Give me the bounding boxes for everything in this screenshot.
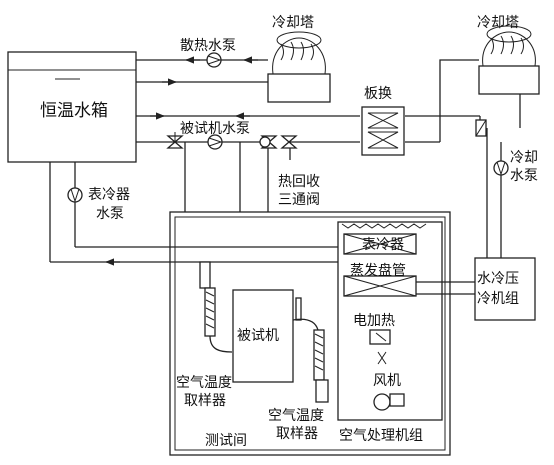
test-room-label: 测试间 bbox=[205, 433, 247, 449]
electric-heater-label: 电加热 bbox=[353, 313, 395, 329]
air-sampler-right bbox=[292, 318, 329, 403]
surface-cooler-pump bbox=[49, 162, 83, 262]
cooling-tower-left: 冷却塔 bbox=[267, 15, 331, 103]
air-sampler-left-label-1: 空气温度 bbox=[176, 375, 232, 391]
surface-cooler-label: 表冷器 bbox=[362, 237, 404, 253]
air-sampler-left-label-2: 取样器 bbox=[184, 393, 226, 409]
heat-dissipation-pump bbox=[206, 52, 222, 68]
air-sampler-left bbox=[199, 261, 233, 353]
cooling-tower-right-label: 冷却塔 bbox=[477, 15, 519, 31]
ahu-label: 空气处理机组 bbox=[339, 428, 423, 444]
test-pump-label: 被试机水泵 bbox=[180, 121, 250, 137]
air-sampler-right-label-2: 取样器 bbox=[276, 426, 318, 442]
fan-label: 风机 bbox=[373, 373, 401, 389]
cooling-tower-right: 冷却塔 bbox=[477, 15, 540, 95]
heat-dissipation-pipes bbox=[136, 56, 268, 86]
heat-pump-label: 散热水泵 bbox=[180, 38, 236, 54]
water-cooled-chiller: 水冷压 冷机组 bbox=[474, 257, 536, 321]
cooling-pump-label-1: 冷却 bbox=[510, 150, 538, 166]
heat-recovery-valve bbox=[259, 135, 298, 149]
air-sampler-right-label-1: 空气温度 bbox=[268, 408, 324, 424]
cooler-pump-label-1: 表冷器 bbox=[88, 187, 130, 203]
plate-hx-label: 板换 bbox=[364, 85, 392, 102]
constant-temp-tank: 恒温水箱 bbox=[7, 51, 137, 163]
recovery-valve-label-2: 三通阀 bbox=[278, 192, 320, 208]
tank-label: 恒温水箱 bbox=[40, 101, 108, 121]
recovery-valve-label-1: 热回收 bbox=[278, 174, 320, 190]
unit-under-test-label: 被试机 bbox=[237, 328, 279, 344]
air-handling-unit: 表冷器 蒸发盘管 电加热 风机 空气处理机组 bbox=[337, 221, 443, 444]
unit-under-test: 被试机 bbox=[232, 289, 302, 383]
cooler-pump-label-2: 水泵 bbox=[96, 206, 124, 222]
cooling-pump-label-2: 水泵 bbox=[510, 168, 538, 184]
chiller-label-2: 冷机组 bbox=[477, 291, 519, 307]
test-unit-pump bbox=[207, 134, 223, 150]
valve-left bbox=[166, 132, 184, 149]
plate-heat-exchanger: 板换 bbox=[361, 85, 405, 156]
cooling-tower-left-label: 冷却塔 bbox=[272, 15, 314, 31]
refrigerant-lines bbox=[416, 281, 476, 295]
chiller-label-1: 水冷压 bbox=[477, 271, 519, 287]
cooling-water-pump bbox=[486, 128, 509, 258]
evaporator-label: 蒸发盘管 bbox=[350, 262, 406, 279]
filter bbox=[475, 119, 487, 137]
